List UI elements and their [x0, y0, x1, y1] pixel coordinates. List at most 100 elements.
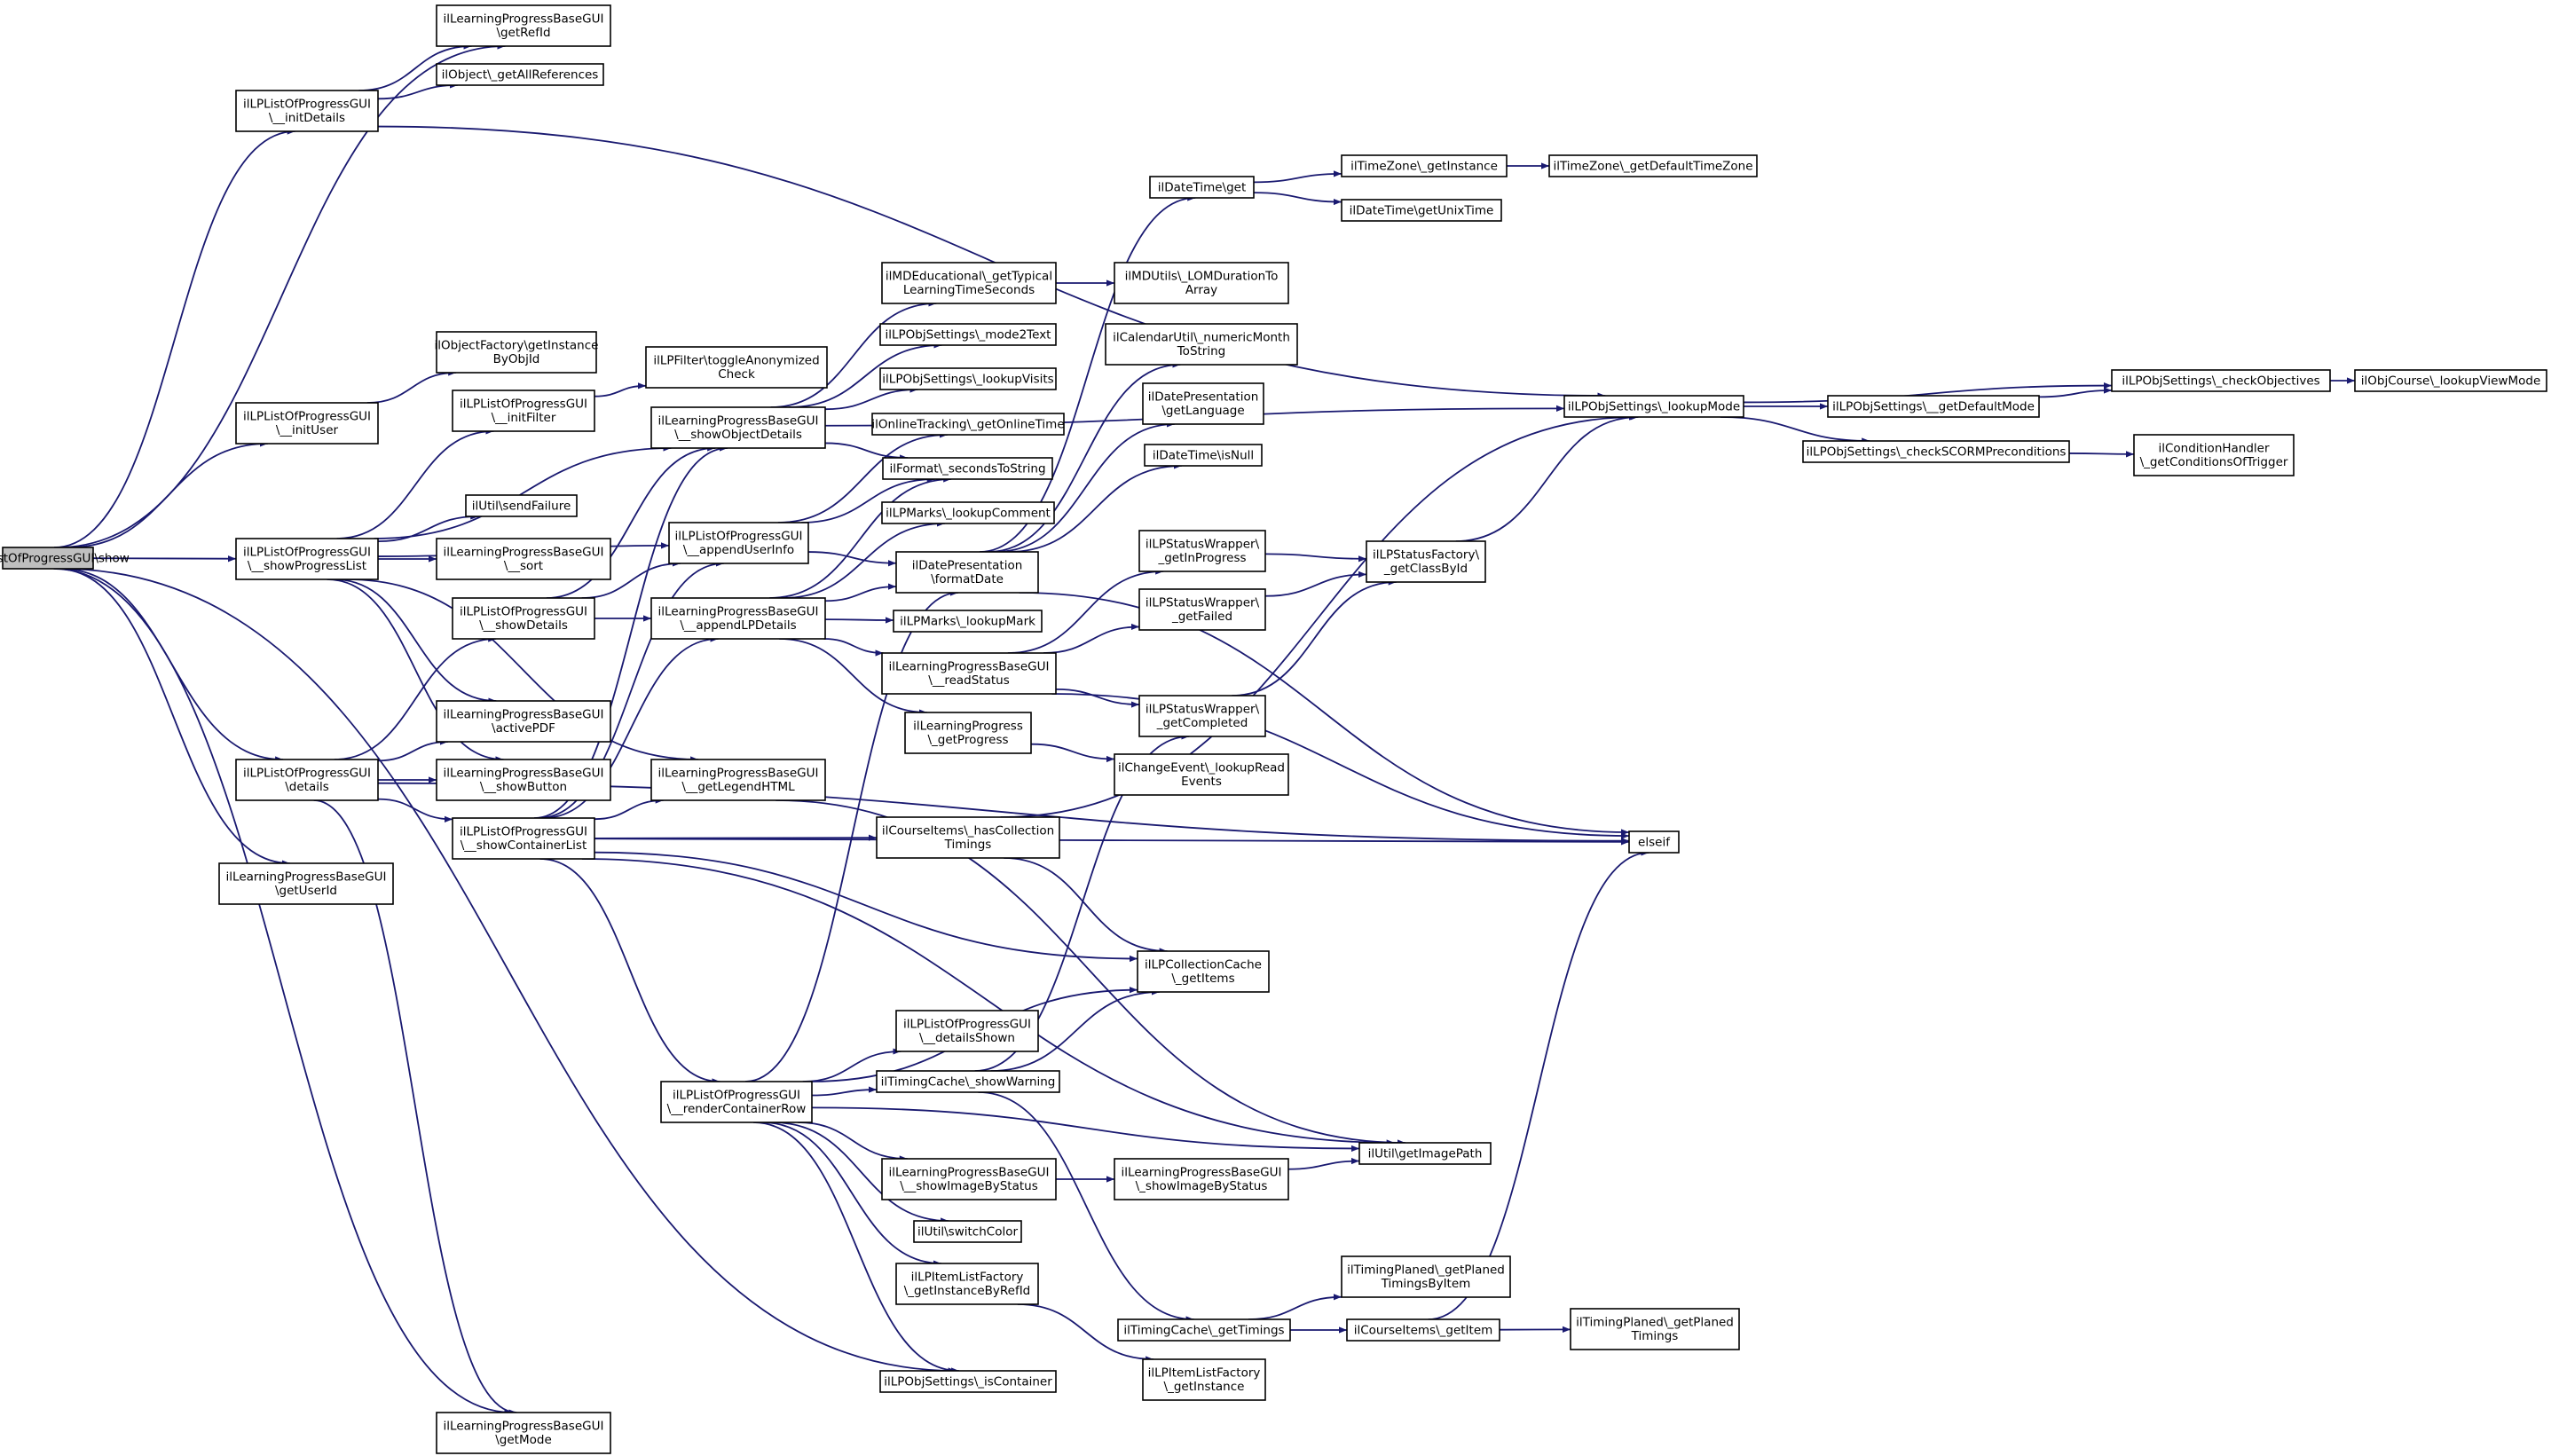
node-label-getTypicalLT-1: LearningTimeSeconds — [903, 283, 1035, 297]
node-getRefId[interactable]: ilLearningProgressBaseGUI\getRefId — [436, 4, 611, 47]
edge-details-to-elseif — [377, 782, 1630, 845]
edge-showObjectDetails-to-lookupVisits — [824, 386, 918, 411]
node-showImageByStatus1[interactable]: ilLearningProgressBaseGUI\__showImageByS… — [881, 1158, 1057, 1200]
node-lookupVisits[interactable]: ilLPObjSettings\_lookupVisits — [879, 367, 1057, 390]
node-initUser[interactable]: ilLPListOfProgressGUI\__initUser — [235, 402, 379, 445]
node-activePDF[interactable]: ilLearningProgressBaseGUI\activePDF — [436, 700, 611, 743]
node-mode2Text[interactable]: ilLPObjSettings\_mode2Text — [879, 323, 1057, 346]
node-getCompleted[interactable]: ilLPStatusWrapper\_getCompleted — [1138, 695, 1266, 737]
node-initDetails[interactable]: ilLPListOfProgressGUI\__initDetails — [235, 90, 379, 132]
node-label-getLegendHTML-1: \__getLegendHTML — [681, 780, 795, 794]
edge-renderContainerRow-to-showWarning — [811, 1086, 878, 1097]
node-lookupViewMode[interactable]: ilObjCourse\_lookupViewMode — [2354, 369, 2547, 392]
node-showWarning[interactable]: ilTimingCache\_showWarning — [876, 1070, 1060, 1093]
node-getProgress[interactable]: ilLearningProgress\_getProgress — [904, 712, 1032, 754]
node-label-hasCollectionTimings-0: ilCourseItems\_hasCollection — [882, 824, 1054, 838]
node-label-isContainer-0: ilLPObjSettings\_isContainer — [884, 1374, 1052, 1389]
node-box-appendUserInfo — [668, 522, 809, 564]
node-isNull[interactable]: ilDateTime\isNull — [1144, 444, 1263, 467]
node-sort[interactable]: ilLearningProgressBaseGUI\__sort — [436, 538, 611, 580]
node-getUnixTime[interactable]: ilDateTime\getUnixTime — [1341, 199, 1502, 222]
edge-details-to-getMode — [313, 799, 517, 1416]
node-renderContainerRow[interactable]: ilLPListOfProgressGUI\__renderContainerR… — [660, 1081, 813, 1123]
node-showProgressList[interactable]: ilLPListOfProgressGUI\__showProgressList — [235, 538, 379, 580]
node-label-initFilter-1: \__initFilter — [492, 411, 556, 425]
node-lookupMark[interactable]: ilLPMarks\_lookupMark — [893, 610, 1043, 633]
edge-details-to-showContainerList — [377, 798, 453, 822]
node-readStatus[interactable]: ilLearningProgressBaseGUI\__readStatus — [881, 652, 1057, 695]
node-details[interactable]: ilLPListOfProgressGUI\details — [235, 759, 379, 801]
node-getAllReferences[interactable]: ilObject\_getAllReferences — [436, 63, 604, 86]
node-box-getPlanedTimings — [1570, 1308, 1740, 1350]
node-showContainerList[interactable]: ilLPListOfProgressGUI\__showContainerLis… — [452, 817, 595, 860]
edge-formatDate-to-elseif — [1019, 592, 1630, 836]
node-box-detailsShown — [895, 1010, 1039, 1052]
node-box-toggleAnon — [645, 346, 828, 389]
node-getDefaultTimeZone[interactable]: ilTimeZone\_getDefaultTimeZone — [1548, 154, 1758, 177]
node-courseGetItem[interactable]: ilCourseItems\_getItem — [1346, 1318, 1500, 1342]
node-showImageByStatus2[interactable]: ilLearningProgressBaseGUI\_showImageBySt… — [1114, 1158, 1289, 1200]
edge-showContainerList-to-getLegendHTML — [594, 797, 664, 821]
node-label-initFilter-0: ilLPListOfProgressGUI — [460, 397, 587, 412]
node-label-getProgress-0: ilLearningProgress — [913, 720, 1023, 734]
node-detailsShown[interactable]: ilLPListOfProgressGUI\__detailsShown — [895, 1010, 1039, 1052]
node-getDefaultMode[interactable]: ilLPObjSettings\__getDefaultMode — [1827, 395, 2040, 418]
node-getUserId[interactable]: ilLearningProgressBaseGUI\getUserId — [218, 862, 394, 905]
node-getMode[interactable]: ilLearningProgressBaseGUI\getMode — [436, 1412, 611, 1454]
node-showDetails[interactable]: ilLPListOfProgressGUI\__showDetails — [452, 597, 595, 640]
node-elseif[interactable]: elseif — [1628, 830, 1680, 854]
node-box-getPlanedTimingsByItem — [1341, 1255, 1511, 1298]
node-getTimings[interactable]: ilTimingCache\_getTimings — [1117, 1318, 1291, 1342]
node-formatDate[interactable]: ilDatePresentation\formatDate — [895, 551, 1039, 594]
node-appendLPDetails[interactable]: ilLearningProgressBaseGUI\__appendLPDeta… — [650, 597, 826, 640]
node-checkObjectives[interactable]: ilLPObjSettings\_checkObjectives — [2111, 369, 2331, 392]
node-tzGetInstance[interactable]: ilTimeZone\_getInstance — [1341, 154, 1508, 177]
node-secondsToString[interactable]: ilFormat\_secondsToString — [882, 457, 1053, 480]
node-box-showContainerList — [452, 817, 595, 860]
node-label-getClassById-1: _getClassById — [1383, 562, 1468, 576]
node-itemListGetInstance[interactable]: ilLPItemListFactory\_getInstance — [1142, 1358, 1266, 1401]
node-collGetItems[interactable]: ilLPCollectionCache\_getItems — [1137, 950, 1270, 993]
node-box-getClassById — [1366, 540, 1486, 583]
node-box-LOMDuration — [1114, 262, 1289, 304]
node-lookupMode[interactable]: ilLPObjSettings\_lookupMode — [1563, 395, 1744, 418]
node-showObjectDetails[interactable]: ilLearningProgressBaseGUI\__showObjectDe… — [650, 406, 826, 449]
node-getInstanceByRefId[interactable]: ilLPItemListFactory\_getInstanceByRefId — [895, 1263, 1039, 1305]
edge-getTimings-to-getPlanedTimingsByItem — [1248, 1294, 1342, 1320]
edge-getLegendHTML-to-getImagePath — [776, 799, 1405, 1146]
node-getLanguage[interactable]: ilDatePresentation\getLanguage — [1142, 382, 1264, 425]
node-initFilter[interactable]: ilLPListOfProgressGUI\__initFilter — [452, 390, 595, 432]
node-appendUserInfo[interactable]: ilLPListOfProgressGUI\__appendUserInfo — [668, 522, 809, 564]
node-switchColor[interactable]: ilUtil\switchColor — [913, 1220, 1022, 1243]
edge-getClassById-to-lookupMode — [1455, 413, 1639, 542]
node-getOnlineTime[interactable]: ilOnlineTracking\_getOnlineTime — [871, 413, 1065, 436]
node-getImagePath[interactable]: ilUtil\getImagePath — [1358, 1142, 1492, 1165]
node-box-lookupMode — [1563, 395, 1744, 418]
node-sendFailure[interactable]: ilUtil\sendFailure — [465, 494, 578, 517]
node-getClassById[interactable]: ilLPStatusFactory\_getClassById — [1366, 540, 1486, 583]
node-label-getLanguage-1: \getLanguage — [1161, 404, 1244, 418]
node-label-initDetails-1: \__initDetails — [269, 111, 345, 125]
node-label-initDetails-0: ilLPListOfProgressGUI — [243, 98, 371, 112]
node-getInProgress[interactable]: ilLPStatusWrapper\_getInProgress — [1138, 530, 1266, 572]
node-show[interactable]: ilLPListOfProgressGUI\show — [0, 547, 130, 570]
node-dtGet[interactable]: ilDateTime\get — [1149, 176, 1255, 199]
node-getTypicalLT[interactable]: ilMDEducational\_getTypicalLearningTimeS… — [881, 262, 1057, 304]
node-showButton[interactable]: ilLearningProgressBaseGUI\__showButton — [436, 759, 611, 801]
node-isContainer[interactable]: ilLPObjSettings\_isContainer — [879, 1370, 1057, 1393]
node-getConditionsOfTrigger[interactable]: ilConditionHandler\_getConditionsOfTrigg… — [2133, 434, 2295, 476]
node-lookupComment[interactable]: ilLPMarks\_lookupComment — [881, 501, 1055, 524]
node-getFailed[interactable]: ilLPStatusWrapper\_getFailed — [1138, 588, 1266, 631]
node-checkSCORM[interactable]: ilLPObjSettings\_checkSCORMPreconditions — [1802, 440, 2070, 463]
edge-formatDate-to-isNull — [1008, 462, 1182, 553]
node-getLegendHTML[interactable]: ilLearningProgressBaseGUI\__getLegendHTM… — [650, 759, 826, 801]
node-label-showImageByStatus1-1: \__showImageByStatus — [900, 1179, 1038, 1193]
